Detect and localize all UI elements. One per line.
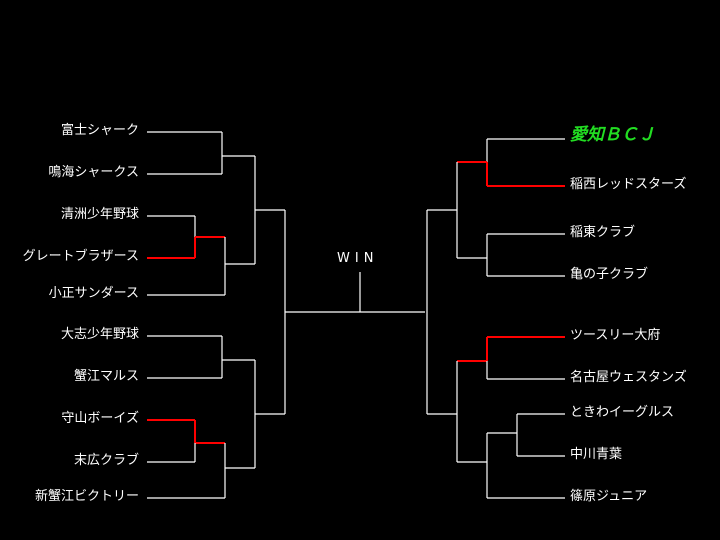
right-team: 稲東クラブ — [570, 225, 636, 240]
left-team: 大志少年野球 — [60, 327, 139, 342]
right-team: 稲西レッドスターズ — [570, 177, 687, 192]
right-team: 名古屋ウェスタンズ — [570, 370, 687, 385]
right-team: ときわイーグルス — [570, 405, 675, 420]
left-team: 末広クラブ — [73, 453, 139, 468]
left-team: グレートブラザース — [22, 249, 139, 264]
left-team: 鳴海シャークス — [48, 165, 139, 180]
left-team: 富士シャーク — [60, 123, 139, 138]
right-team: 亀の子クラブ — [570, 267, 649, 282]
right-team: ツースリー大府 — [570, 328, 661, 343]
left-team: 清洲少年野球 — [60, 207, 139, 222]
right-team: 篠原ジュニア — [570, 489, 648, 504]
win-label: WIN — [337, 251, 379, 266]
left-team: 小正サンダース — [48, 286, 139, 301]
champion-team: 愛知ＢＣＪ — [570, 125, 655, 145]
right-team: 中川青葉 — [570, 447, 623, 462]
left-team: 蟹江マルス — [73, 369, 139, 384]
left-team: 新蟹江ビクトリー — [34, 489, 139, 504]
left-team: 守山ボーイズ — [61, 411, 139, 426]
